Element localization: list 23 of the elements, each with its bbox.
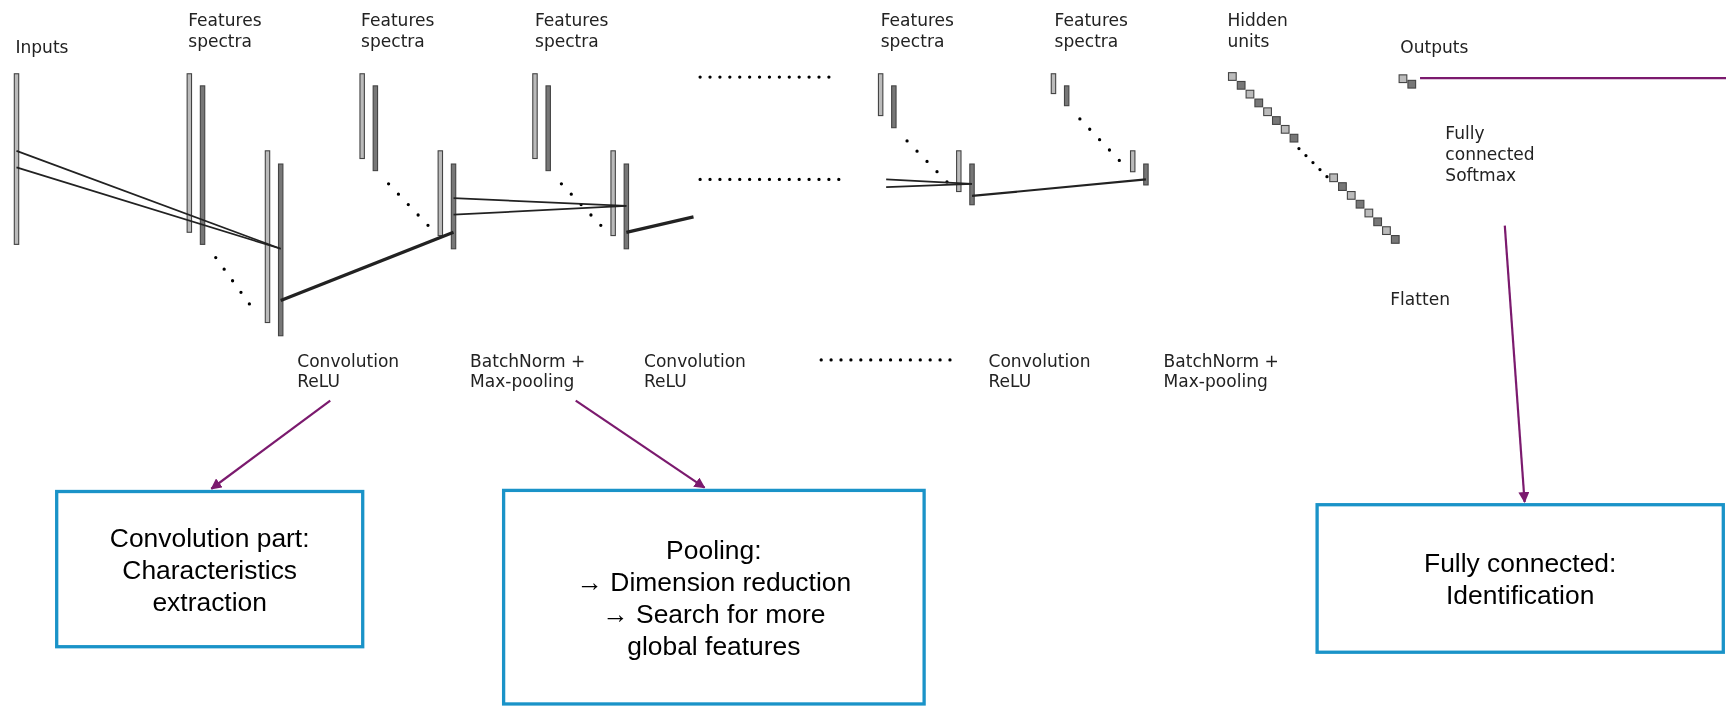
layer-label: BatchNorm + Max-pooling [470,351,594,393]
layer-label: Features spectra [880,11,955,53]
layer-label: Convolution ReLU [988,351,1092,393]
arrow [210,399,331,490]
layer-label: Features spectra [361,11,436,53]
layer-label: Fully connected Softmax [1445,123,1545,187]
layer-label: Hidden units [1227,11,1289,53]
layer-label: Features spectra [535,11,610,53]
annotation-box: Fully connected: Identification [1315,503,1725,654]
layer-label: Inputs [15,37,70,59]
output-units-icon [1398,72,1418,89]
layer-label: Convolution ReLU [643,351,747,393]
layer-label: Features spectra [188,11,263,53]
layer-label: Flatten [1390,289,1452,311]
arrow [575,399,706,489]
layer-label: Convolution ReLU [297,351,419,393]
layer-label: BatchNorm + Max-pooling [1163,351,1280,393]
layer-label: Features spectra [1054,11,1129,53]
arrow [1503,225,1530,504]
connector-line [1420,77,1726,80]
layer-label: Outputs [1400,37,1470,59]
annotation-box: Convolution part: Characteristics extraction [55,489,365,649]
annotation-box: Pooling: → Dimension reduction → Search for more global features [501,488,926,706]
